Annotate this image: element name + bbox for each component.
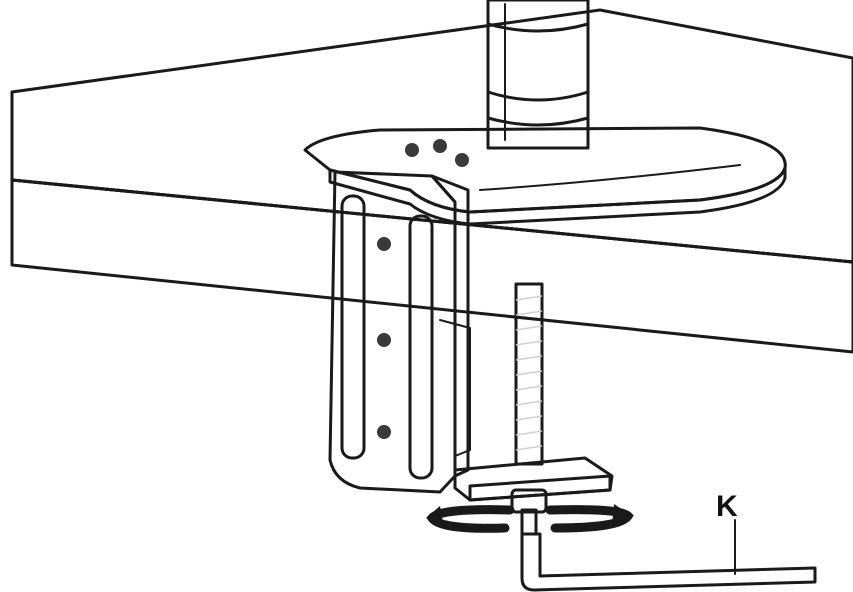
bracket-hole bbox=[377, 333, 391, 347]
desk-top bbox=[10, 8, 853, 354]
hex-key bbox=[520, 519, 817, 592]
bracket-hole bbox=[377, 237, 391, 251]
plate-hole bbox=[405, 143, 419, 157]
hex-key-label: K bbox=[716, 490, 738, 523]
lower-jaw bbox=[453, 456, 614, 536]
bracket-hole bbox=[377, 425, 391, 439]
plate-hole bbox=[433, 139, 447, 153]
plate-hole bbox=[455, 153, 469, 167]
base-plate bbox=[303, 126, 787, 226]
mounting-pole bbox=[486, 0, 590, 150]
rotation-arrow-icon bbox=[426, 504, 634, 533]
clamp-bracket bbox=[328, 170, 471, 494]
threaded-rod bbox=[514, 282, 544, 466]
